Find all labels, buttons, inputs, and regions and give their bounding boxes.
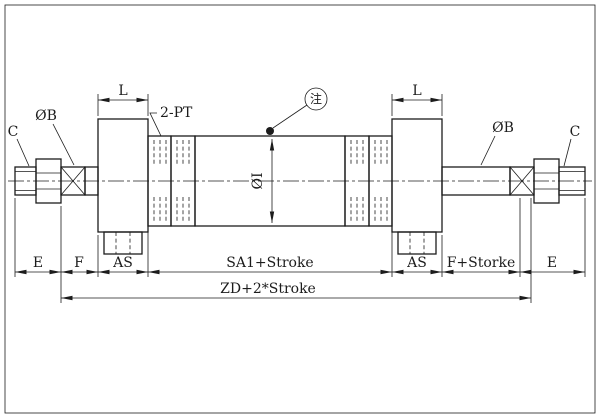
drawing-frame <box>4 4 596 414</box>
chamfer-callout-left: C <box>8 124 30 167</box>
cap-width-label: L <box>118 83 127 99</box>
right-cap-body <box>391 118 443 233</box>
right-rod-assembly <box>441 158 586 204</box>
note-dot <box>266 127 274 135</box>
rod-diameter-label: ØB <box>492 120 514 136</box>
note-callout: 注 <box>266 87 328 135</box>
note-label: 注 <box>310 91 322 106</box>
leader-line <box>16 138 30 167</box>
left-head-section <box>147 135 196 227</box>
chamfer-label: C <box>8 124 19 140</box>
wrench-flat-diagonal <box>509 166 535 196</box>
rod-diameter-callout-right: ØB <box>480 120 514 166</box>
leader-line <box>52 123 75 166</box>
left-foot-block <box>103 231 143 255</box>
port-callout: 2-PT <box>149 105 193 137</box>
bore-diameter-dimension: ØI <box>250 139 275 223</box>
dim-f-stroke-right: F+Storke <box>447 255 516 271</box>
leader-line <box>480 135 496 166</box>
port-label: 2-PT <box>160 105 193 121</box>
note-leader-line <box>272 104 308 129</box>
dim-body: SA1+Stroke <box>226 255 313 271</box>
dim-overall: ZD+2*Stroke <box>220 281 316 297</box>
chamfer-callout-right: C <box>563 124 581 167</box>
leader-line <box>149 112 162 137</box>
leader-line <box>563 138 572 167</box>
bore-diameter-label: ØI <box>250 172 266 189</box>
left-end-cap <box>97 118 149 255</box>
bottom-extension-lines <box>14 198 586 303</box>
dim-as-left: AS <box>112 255 133 271</box>
rod-diameter-label: ØB <box>35 108 57 124</box>
dim-e-left: E <box>33 255 43 271</box>
right-rod-thread-tip <box>558 166 586 196</box>
dim-as-right: AS <box>406 255 427 271</box>
dimension-chain-row: E F AS SA1+Stroke AS F+Storke E <box>15 255 585 275</box>
dim-e-right: E <box>547 255 557 271</box>
right-end-cap <box>391 118 443 255</box>
cap-width-dimension-right: L <box>391 83 443 116</box>
chamfer-label: C <box>570 124 581 140</box>
rod-diameter-callout-left: ØB <box>35 108 75 166</box>
dim-f-left: F <box>74 255 84 271</box>
right-foot-block <box>397 231 437 255</box>
note-circle <box>304 87 328 111</box>
cap-width-label: L <box>412 83 421 99</box>
cap-width-dimension-left: L <box>97 83 149 116</box>
wrench-flat-diagonal <box>60 166 86 196</box>
overall-dimension-row: ZD+2*Stroke <box>61 281 531 301</box>
left-cap-body <box>97 118 149 233</box>
left-rod-assembly <box>14 158 99 204</box>
